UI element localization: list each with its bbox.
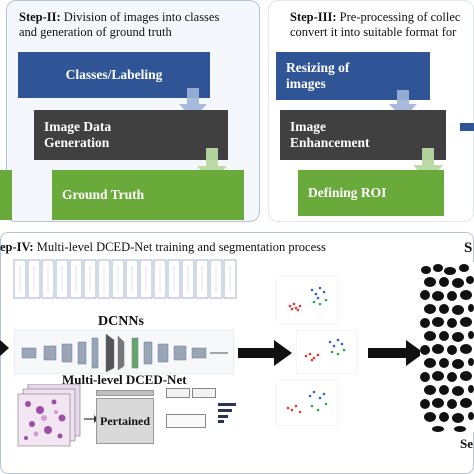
resizing-images-line2: images <box>286 76 326 91</box>
multi-level-dced-net-label: Multi-level DCED-Net <box>62 372 187 387</box>
step4-title-prefix: ep-IV: <box>0 240 34 254</box>
step2-title-text: Division of images into classes <box>60 10 220 24</box>
step3-title-text: Pre-processing of collec <box>336 10 461 24</box>
output-title-fragment: S <box>464 240 473 256</box>
decoder-block-top-right <box>192 388 216 398</box>
image-enhancement-line1: Image <box>290 119 326 134</box>
classes-labeling-box: Classes/Labeling <box>18 52 210 98</box>
scatter-plot-1 <box>276 276 338 324</box>
classes-labeling-label: Classes/Labeling <box>65 67 163 82</box>
resizing-images-label: Resizing of images <box>286 60 349 92</box>
step3-down-arrow-1 <box>389 90 417 119</box>
step3-title: Step-III: Pre-processing of collec conve… <box>290 10 460 40</box>
output-bottom-fragment: Se <box>460 436 473 451</box>
step3-title-prefix: Step-III: <box>290 10 337 24</box>
dcnn-network-diagram <box>14 330 234 374</box>
image-data-generation-line1: Image Data <box>44 119 112 134</box>
segmentation-output-image <box>420 262 474 432</box>
feature-map-strip <box>13 259 237 299</box>
image-data-generation-box: Image Data Generation <box>34 110 228 160</box>
scatter-to-output-arrow <box>368 340 424 366</box>
step3-right-connector <box>460 123 474 131</box>
image-data-generation-line2: Generation <box>44 135 110 150</box>
output-bars <box>218 403 236 423</box>
decoder-block-main <box>166 414 206 428</box>
image-enhancement-line2: Enhancement <box>290 135 370 150</box>
step2-title-prefix: Step-II: <box>19 10 61 24</box>
resizing-images-line1: Resizing of <box>286 60 350 75</box>
decoder-block-top-left <box>166 388 190 398</box>
image-data-generation-label: Image Data Generation <box>44 119 111 151</box>
dcnns-label: DCNNs <box>98 314 144 329</box>
scatter-plot-2 <box>296 330 358 374</box>
step2-left-green-edge <box>0 170 12 220</box>
dcnn-to-scatter-arrow <box>238 340 292 366</box>
step2-title: Step-II: Division of images into classes… <box>19 10 219 40</box>
pretrained-block: Pertained <box>96 398 154 444</box>
ground-truth-label: Ground Truth <box>62 187 145 202</box>
step4-title: ep-IV: Multi-level DCED-Net training and… <box>0 240 326 255</box>
ground-truth-box: Ground Truth <box>52 170 244 220</box>
step2-title-line2: and generation of ground truth <box>19 25 172 39</box>
pretrained-label: Pertained <box>100 413 150 428</box>
left-entry-arrow <box>0 340 9 356</box>
pretrained-top-bar <box>96 390 154 396</box>
microscopy-image-stack <box>17 384 81 447</box>
image-enhancement-label: Image Enhancement <box>290 119 370 151</box>
scatter-plot-3 <box>276 380 338 426</box>
image-enhancement-box: Image Enhancement <box>280 110 446 160</box>
defining-roi-label: Defining ROI <box>308 185 387 200</box>
step4-title-text: Multi-level DCED-Net training and segmen… <box>33 240 326 254</box>
defining-roi-box: Defining ROI <box>298 170 444 216</box>
step3-title-line2: convert it into suitable format for <box>290 25 457 39</box>
